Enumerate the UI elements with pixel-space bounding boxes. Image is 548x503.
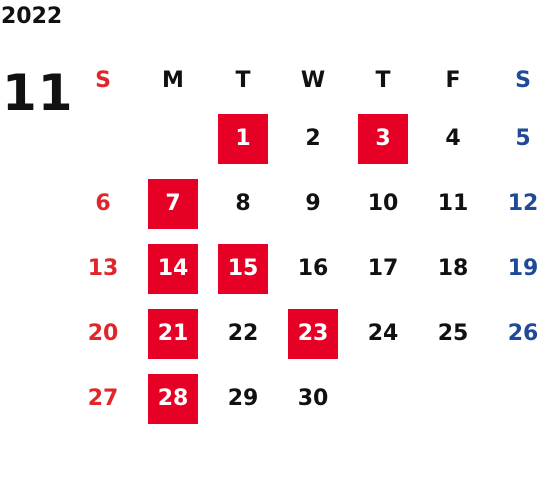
day-cell-26[interactable]: 26: [488, 301, 548, 366]
highlighted-day: 28: [148, 373, 198, 424]
highlighted-day: 21: [148, 308, 198, 359]
day-cell-9[interactable]: 9: [278, 171, 348, 236]
weekday-label: F: [445, 68, 461, 93]
day-cell-30[interactable]: 30: [278, 366, 348, 431]
day-number: 13: [87, 255, 119, 281]
day-number: 22: [227, 320, 259, 346]
day-cell-21[interactable]: 21: [138, 301, 208, 366]
day-number: 9: [305, 190, 321, 216]
day-number: 17: [367, 255, 399, 281]
day-cell-28[interactable]: 28: [138, 366, 208, 431]
day-cell-11[interactable]: 11: [418, 171, 488, 236]
day-number: 12: [507, 190, 539, 216]
day-cell-23[interactable]: 23: [278, 301, 348, 366]
day-number: 11: [437, 190, 469, 216]
day-cell-22[interactable]: 22: [208, 301, 278, 366]
week-row: 6 7 8 9 10 11 12: [68, 171, 548, 236]
day-cell-29[interactable]: 29: [208, 366, 278, 431]
day-number: 30: [297, 385, 329, 411]
empty-day-cell: [138, 106, 208, 171]
empty-day-cell: [68, 106, 138, 171]
week-row: 20 21 22 23 24 25 26: [68, 301, 548, 366]
day-cell-4[interactable]: 4: [418, 106, 488, 171]
day-number: 27: [87, 385, 119, 411]
day-cell-25[interactable]: 25: [418, 301, 488, 366]
weekday-label: S: [515, 68, 531, 93]
weekday-header-4: T: [348, 56, 418, 106]
day-number: 8: [235, 190, 251, 216]
highlighted-day: 23: [288, 308, 338, 359]
day-number: 4: [445, 125, 461, 151]
day-cell-3[interactable]: 3: [348, 106, 418, 171]
empty-day-box: [78, 114, 128, 164]
weekday-header-6: S: [488, 56, 548, 106]
highlighted-day: 3: [358, 113, 408, 164]
day-number: 25: [437, 320, 469, 346]
day-cell-16[interactable]: 16: [278, 236, 348, 301]
day-cell-12[interactable]: 12: [488, 171, 548, 236]
empty-day-box: [428, 374, 478, 424]
weekday-header-3: W: [278, 56, 348, 106]
day-cell-20[interactable]: 20: [68, 301, 138, 366]
day-cell-13[interactable]: 13: [68, 236, 138, 301]
week-row: 27 28 29 30: [68, 366, 548, 431]
day-number: 20: [87, 320, 119, 346]
day-number: 2: [305, 125, 321, 151]
highlighted-day: 15: [218, 243, 268, 294]
highlighted-day: 1: [218, 113, 268, 164]
day-number: 19: [507, 255, 539, 281]
day-number: 10: [367, 190, 399, 216]
day-cell-24[interactable]: 24: [348, 301, 418, 366]
weekday-header-1: M: [138, 56, 208, 106]
highlighted-day: 7: [148, 178, 198, 229]
day-number: 16: [297, 255, 329, 281]
day-number: 5: [515, 125, 531, 151]
empty-day-box: [498, 374, 548, 424]
year-label: 2022: [1, 4, 63, 29]
weekday-header-5: F: [418, 56, 488, 106]
day-cell-19[interactable]: 19: [488, 236, 548, 301]
week-row: 13 14 15 16 17 18 19: [68, 236, 548, 301]
day-number: 18: [437, 255, 469, 281]
empty-day-cell: [418, 366, 488, 431]
weekday-label: W: [300, 68, 326, 93]
weekday-label: S: [95, 68, 111, 93]
weekday-header-2: T: [208, 56, 278, 106]
week-row: 1 2 3 4 5: [68, 106, 548, 171]
weekday-label: T: [375, 68, 391, 93]
day-cell-15[interactable]: 15: [208, 236, 278, 301]
day-cell-2[interactable]: 2: [278, 106, 348, 171]
day-cell-7[interactable]: 7: [138, 171, 208, 236]
day-cell-14[interactable]: 14: [138, 236, 208, 301]
empty-day-box: [358, 374, 408, 424]
day-number: 6: [95, 190, 111, 216]
day-cell-1[interactable]: 1: [208, 106, 278, 171]
day-cell-6[interactable]: 6: [68, 171, 138, 236]
day-cell-27[interactable]: 27: [68, 366, 138, 431]
day-cell-17[interactable]: 17: [348, 236, 418, 301]
weekday-header-0: S: [68, 56, 138, 106]
day-number: 24: [367, 320, 399, 346]
day-cell-18[interactable]: 18: [418, 236, 488, 301]
highlighted-day: 14: [148, 243, 198, 294]
day-cell-10[interactable]: 10: [348, 171, 418, 236]
empty-day-cell: [488, 366, 548, 431]
month-number: 11: [2, 64, 74, 122]
weekday-label: T: [235, 68, 251, 93]
day-cell-8[interactable]: 8: [208, 171, 278, 236]
weekday-label: M: [162, 68, 184, 93]
day-cell-5[interactable]: 5: [488, 106, 548, 171]
day-number: 26: [507, 320, 539, 346]
empty-day-cell: [348, 366, 418, 431]
empty-day-box: [148, 114, 198, 164]
day-number: 29: [227, 385, 259, 411]
